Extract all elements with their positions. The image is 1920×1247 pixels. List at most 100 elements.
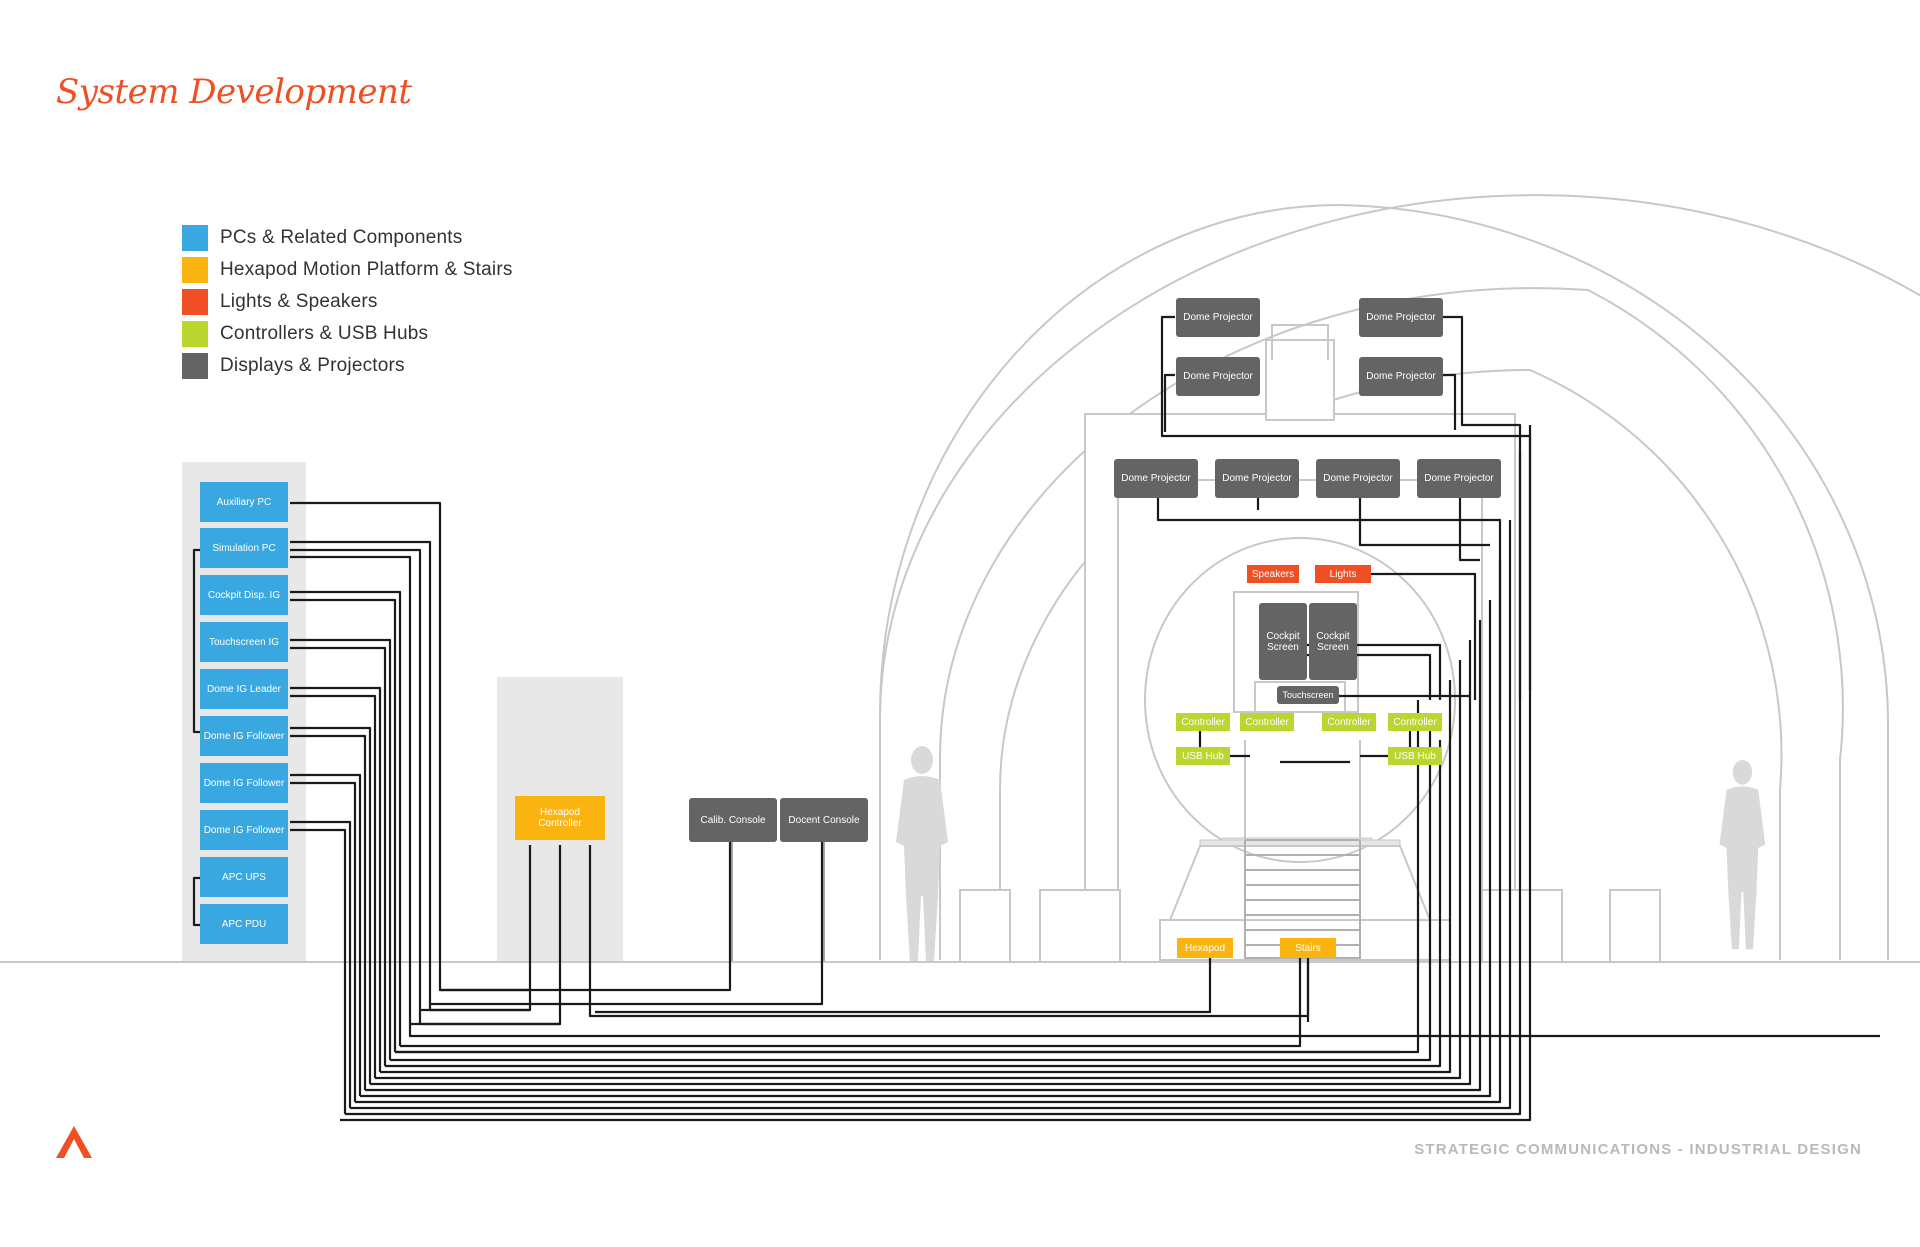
cable-hexctrl-a bbox=[420, 845, 532, 1012]
legend-label: Displays & Projectors bbox=[220, 355, 405, 376]
cable-proj-4 bbox=[1440, 373, 1457, 430]
pc-rack-box: APC PDU bbox=[200, 904, 288, 944]
dome-arc-3-right bbox=[1529, 369, 1783, 960]
usb-hub-box: USB Hub bbox=[1388, 747, 1442, 765]
legend-label: Controllers & USB Hubs bbox=[220, 323, 429, 344]
cable-proj-mid-3 bbox=[1358, 495, 1490, 547]
legend-label: PCs & Related Components bbox=[220, 227, 463, 248]
legend-swatch-pcs bbox=[182, 225, 208, 251]
pc-rack-box: Auxiliary PC bbox=[200, 482, 288, 522]
cable-touch-b bbox=[290, 646, 387, 1066]
dome-projector-box: Dome Projector bbox=[1417, 459, 1501, 498]
legend-item-controllers: Controllers & USB Hubs bbox=[182, 318, 513, 350]
cable-leader-b bbox=[290, 694, 377, 1078]
cable-f3-a bbox=[290, 820, 352, 1108]
dome-projector-box: Dome Projector bbox=[1176, 357, 1260, 396]
cable-cockpit-b bbox=[290, 598, 397, 1052]
dome-projector-box: Dome Projector bbox=[1316, 459, 1400, 498]
dome-outer-right bbox=[1339, 204, 1889, 960]
page-title: System Development bbox=[56, 72, 412, 112]
cable-hexapod bbox=[400, 952, 1302, 1048]
dome-projector-box: Dome Projector bbox=[1176, 298, 1260, 337]
dome-outer-left bbox=[878, 204, 1341, 960]
cable-right-riser bbox=[350, 520, 1512, 1110]
docent-console-box: Docent Console bbox=[780, 798, 868, 842]
pc-rack-box: Dome IG Leader bbox=[200, 669, 288, 709]
legend-swatch-controllers bbox=[182, 321, 208, 347]
pc-rack-box: Dome IG Follower bbox=[200, 716, 288, 756]
controller-box: Controller bbox=[1322, 713, 1376, 731]
cable-sim-pc-c bbox=[290, 555, 1880, 1038]
cable-cockpit-a bbox=[290, 590, 402, 1046]
lights-box: Lights bbox=[1315, 565, 1371, 583]
dome-projector-box: Dome Projector bbox=[1359, 298, 1443, 337]
cable-f3-b bbox=[290, 828, 347, 1114]
person-silhouette-right bbox=[1719, 760, 1766, 950]
hexapod-box: Hexapod bbox=[1177, 938, 1233, 958]
pc-rack-box: APC UPS bbox=[200, 857, 288, 897]
calib-console-box: Calib. Console bbox=[689, 798, 777, 842]
cable-right-riser bbox=[380, 680, 1452, 1074]
dome-projector-box: Dome Projector bbox=[1359, 357, 1443, 396]
cable-calib bbox=[440, 840, 732, 992]
cable-right-riser bbox=[370, 640, 1472, 1086]
cockpit-screen-box: Cockpit Screen bbox=[1259, 603, 1307, 680]
touchscreen-box: Touchscreen bbox=[1277, 686, 1339, 704]
pc-rack-box: Dome IG Follower bbox=[200, 810, 288, 850]
base-left-inner bbox=[1039, 889, 1121, 963]
cable-proj-mid-4 bbox=[1458, 495, 1480, 562]
person-silhouette-left bbox=[896, 746, 948, 961]
logo-chevron-icon bbox=[56, 1126, 92, 1158]
pc-rack-box: Cockpit Disp. IG bbox=[200, 575, 288, 615]
base-right bbox=[1609, 889, 1661, 963]
pc-rack-box: Dome IG Follower bbox=[200, 763, 288, 803]
legend-swatch-lights bbox=[182, 289, 208, 315]
cable-f1-b bbox=[290, 734, 367, 1090]
cable-hexctrl-b bbox=[410, 845, 562, 1026]
base-left bbox=[959, 889, 1011, 963]
legend-item-hexapod: Hexapod Motion Platform & Stairs bbox=[182, 254, 513, 286]
frame-top-notch bbox=[1271, 324, 1329, 360]
dome-outer-arc bbox=[879, 194, 1920, 960]
cable-proj-mid bbox=[1156, 495, 1502, 720]
legend: PCs & Related Components Hexapod Motion … bbox=[182, 222, 513, 382]
legend-item-lights: Lights & Speakers bbox=[182, 286, 513, 318]
base-right-inner bbox=[1481, 889, 1563, 963]
pc-rack-box: Simulation PC bbox=[200, 528, 288, 568]
cable-f2-a bbox=[290, 773, 362, 1096]
cable-right-riser bbox=[385, 740, 1442, 1068]
cable-touch-a bbox=[290, 638, 392, 1060]
cable-right-riser bbox=[360, 600, 1492, 1098]
cable-docent bbox=[430, 840, 824, 1006]
cable-right-riser bbox=[395, 700, 1420, 1054]
cable-proj-2 bbox=[1163, 373, 1175, 432]
legend-swatch-displays bbox=[182, 353, 208, 379]
cable-f1-a bbox=[290, 726, 372, 1084]
legend-swatch-hexapod bbox=[182, 257, 208, 283]
legend-label: Lights & Speakers bbox=[220, 291, 378, 312]
cable-rack-left bbox=[192, 548, 200, 734]
hexapod-controller-box: Hexapod Controller bbox=[515, 796, 605, 840]
usb-hub-box: USB Hub bbox=[1176, 747, 1230, 765]
cable-proj-top-left bbox=[1160, 315, 1532, 690]
frame-top-block bbox=[1265, 339, 1335, 421]
cable-proj-top-right bbox=[1440, 315, 1522, 700]
controller-box: Controller bbox=[1240, 713, 1294, 731]
footer-text: STRATEGIC COMMUNICATIONS - INDUSTRIAL DE… bbox=[1414, 1141, 1862, 1158]
cable-right-riser bbox=[375, 660, 1462, 1080]
cable-right-riser bbox=[355, 560, 1502, 1104]
cable-rack-ups bbox=[192, 876, 200, 927]
cable-right-riser bbox=[365, 620, 1482, 1092]
cable-right-riser bbox=[390, 720, 1432, 1062]
pc-rack-box: Touchscreen IG bbox=[200, 622, 288, 662]
legend-item-displays: Displays & Projectors bbox=[182, 350, 513, 382]
controller-box: Controller bbox=[1388, 713, 1442, 731]
dome-projector-box: Dome Projector bbox=[1114, 459, 1198, 498]
controller-box: Controller bbox=[1176, 713, 1230, 731]
legend-item-pcs: PCs & Related Components bbox=[182, 222, 513, 254]
cable-f2-b bbox=[290, 781, 357, 1102]
cable-hexapod-ctrl bbox=[595, 952, 1212, 1014]
dome-projector-box: Dome Projector bbox=[1215, 459, 1299, 498]
